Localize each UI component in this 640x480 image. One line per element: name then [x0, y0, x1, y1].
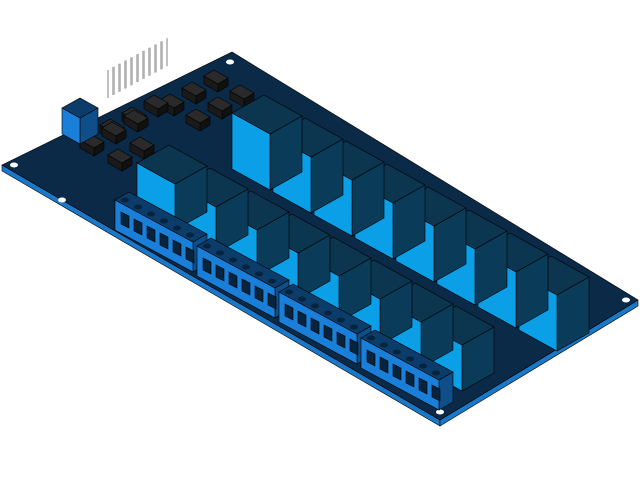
terminal-slot	[185, 246, 195, 264]
terminal-block	[196, 237, 290, 319]
ic-chip-top	[143, 94, 169, 110]
relay-top	[231, 94, 303, 135]
terminal-slot	[284, 303, 294, 321]
terminal-block	[114, 191, 208, 273]
terminal-screw	[406, 356, 414, 362]
ic-chip-top	[107, 148, 133, 164]
mounting-hole	[58, 197, 66, 203]
terminal-screw	[121, 197, 129, 203]
terminal-slot	[310, 317, 320, 335]
terminal-screw	[134, 204, 142, 210]
power-terminal	[61, 97, 99, 145]
terminal-screw	[285, 289, 293, 295]
terminal-slot	[405, 370, 415, 388]
ic-chip	[123, 109, 149, 133]
terminal-screw	[255, 271, 263, 277]
terminal-slot	[366, 349, 376, 367]
terminal-screw	[393, 349, 401, 355]
ic-chip	[185, 108, 211, 132]
terminal-screw	[337, 317, 345, 323]
terminal-slot	[349, 338, 359, 356]
terminal-slot	[120, 211, 130, 229]
ic-chip-top	[207, 96, 233, 112]
terminal-slot	[336, 331, 346, 349]
ic-chip-top	[123, 109, 149, 125]
terminal-slot	[418, 377, 428, 395]
ic-chip	[107, 148, 133, 172]
mounting-hole	[91, 54, 99, 60]
terminal-slot	[254, 285, 264, 303]
ic-chip-top	[101, 121, 127, 137]
terminal-screw	[229, 257, 237, 263]
terminal-slot	[215, 264, 225, 282]
terminal-screw	[367, 335, 375, 341]
terminal-slot	[202, 257, 212, 275]
terminal-slot	[159, 232, 169, 250]
terminal-screw	[203, 243, 211, 249]
ic-chip	[203, 69, 229, 93]
ic-chip-top	[229, 84, 255, 100]
terminal-screw	[380, 342, 388, 348]
terminal-slot	[267, 292, 277, 310]
terminal-screw	[160, 218, 168, 224]
terminal-slot	[172, 239, 182, 257]
terminal-screw	[268, 278, 276, 284]
terminal-block	[278, 283, 372, 365]
terminal-screw	[216, 250, 224, 256]
terminal-slot	[241, 278, 251, 296]
ic-chip	[101, 121, 127, 145]
terminal-slot	[228, 271, 238, 289]
ic-chip	[229, 84, 255, 108]
relay	[231, 94, 303, 191]
terminal-screw	[350, 324, 358, 330]
terminal-slot	[392, 363, 402, 381]
terminal-screw	[186, 232, 194, 238]
ic-chip	[207, 96, 233, 120]
terminal-screw	[173, 225, 181, 231]
terminal-screw	[324, 310, 332, 316]
ic-chip-top	[203, 69, 229, 85]
mounting-hole	[10, 162, 18, 168]
terminal-screw	[311, 303, 319, 309]
terminal-screw	[298, 296, 306, 302]
mounting-hole	[436, 409, 444, 415]
relay	[136, 144, 208, 231]
ic-chip-top	[181, 81, 207, 97]
terminal-slot	[323, 324, 333, 342]
ic-chip-top	[185, 108, 211, 124]
terminal-slot	[297, 310, 307, 328]
mounting-hole	[622, 297, 630, 303]
mounting-hole	[226, 59, 234, 65]
ic-chip-top	[129, 136, 155, 152]
terminal-block	[360, 329, 454, 411]
ic-chip	[143, 94, 169, 118]
terminal-slot	[379, 356, 389, 374]
terminal-screw	[419, 363, 427, 369]
relay-top	[136, 144, 208, 185]
terminal-slot	[431, 384, 441, 402]
terminal-screw	[147, 211, 155, 217]
terminal-screw	[242, 264, 250, 270]
terminal-screw	[432, 370, 440, 376]
terminal-slot	[133, 218, 143, 236]
power-terminal-top	[61, 97, 99, 119]
terminal-slot	[146, 225, 156, 243]
ic-chip-top	[159, 93, 185, 109]
ic-chip	[181, 81, 207, 105]
